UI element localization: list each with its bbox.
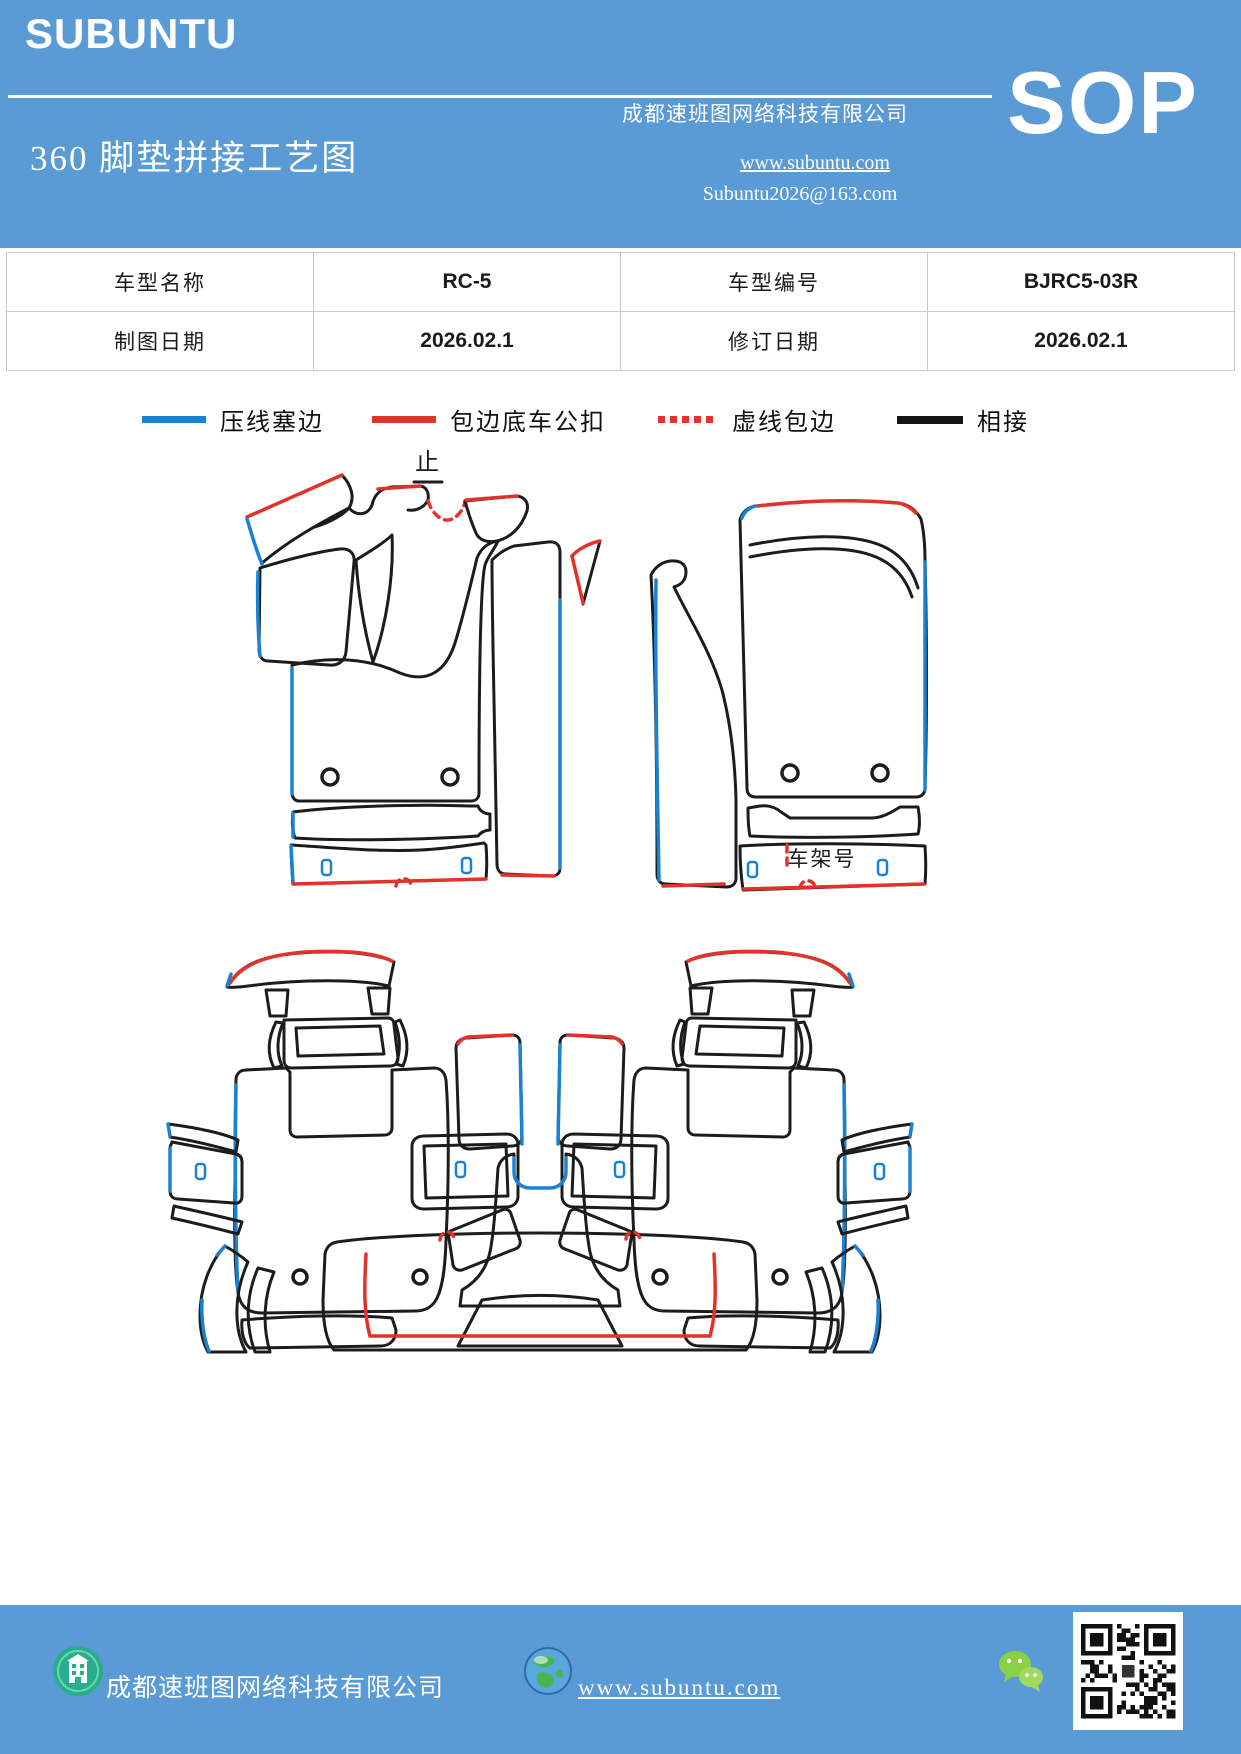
- header-company-name: 成都速班图网络科技有限公司: [622, 102, 908, 126]
- mat-pattern-diagram: 止: [0, 430, 1241, 1390]
- legend-label: 压线塞边: [220, 410, 324, 436]
- black-line-swatch: [897, 415, 963, 424]
- header-banner: SUBUNTU 360 脚垫拼接工艺图 成都速班图网络科技有限公司 SOP ww…: [0, 0, 1241, 248]
- mounting-hole: [870, 763, 890, 783]
- model-code-value: BJRC5-03R: [927, 252, 1235, 312]
- legend-label: 虚线包边: [732, 410, 836, 436]
- buckle-slot: [460, 856, 473, 875]
- footer-website-link[interactable]: www.subuntu.com: [578, 1675, 781, 1700]
- revise-date-value: 2026.02.1: [927, 311, 1235, 371]
- front-left-mat-pattern: 止: [245, 449, 562, 888]
- mounting-hole: [440, 767, 460, 787]
- line-type-legend: 压线塞边 包边底车公扣 虚线包边 相接: [0, 402, 1241, 438]
- mounting-hole: [411, 1268, 429, 1286]
- rear-mat-left-half: [166, 949, 524, 1354]
- legend-item-edge-buckle: 包边底车公扣: [372, 402, 606, 437]
- vehicle-info-table: 车型名称 RC-5 车型编号 BJRC5-03R 制图日期 2026.02.1 …: [6, 252, 1235, 371]
- blue-line-swatch: [142, 416, 206, 423]
- legend-label: 相接: [977, 410, 1029, 436]
- rear-center-pillar-pattern: [458, 1152, 622, 1308]
- mounting-hole: [291, 1268, 309, 1286]
- header-divider: [8, 95, 992, 98]
- footer-company-name: 成都速班图网络科技有限公司: [106, 1675, 445, 1702]
- mounting-hole: [780, 763, 800, 783]
- buckle-slot: [454, 1160, 467, 1179]
- legend-item-join: 相接: [897, 402, 1029, 437]
- draw-date-value: 2026.02.1: [313, 311, 621, 371]
- table-row: 制图日期 2026.02.1 修订日期 2026.02.1: [6, 311, 1235, 371]
- model-name-label: 车型名称: [6, 252, 314, 312]
- page-title: 360 脚垫拼接工艺图: [30, 139, 359, 178]
- buckle-slot: [746, 860, 759, 879]
- red-line-swatch: [372, 416, 436, 423]
- red-dashed-swatch: [658, 416, 718, 423]
- legend-item-dashed-edge: 虚线包边: [658, 402, 836, 437]
- buckle-slot: [194, 1162, 207, 1181]
- wechat-icon: [996, 1649, 1046, 1698]
- model-code-label: 车型编号: [620, 252, 928, 312]
- rear-center-trapezoid-pattern: [456, 1294, 624, 1348]
- rear-mat-right-half: [556, 949, 914, 1354]
- footer-banner: 成都速班图网络科技有限公司 www.subuntu.com: [0, 1605, 1241, 1754]
- stop-mark-label: 止: [415, 449, 439, 476]
- header-website-link[interactable]: www.subuntu.com: [740, 152, 890, 174]
- globe-icon: [524, 1647, 572, 1700]
- brand-logo: SUBUNTU: [25, 10, 238, 57]
- qr-code-modules: [1081, 1624, 1176, 1719]
- buckle-slot: [876, 858, 889, 877]
- draw-date-label: 制图日期: [6, 311, 314, 371]
- buckle-slot: [320, 858, 333, 877]
- qr-code: [1073, 1612, 1183, 1730]
- rear-bottom-wide-pattern: [321, 1230, 759, 1352]
- header-email-link[interactable]: Subuntu2026@163.com: [702, 183, 898, 205]
- sop-label: SOP: [1007, 53, 1199, 152]
- model-name-value: RC-5: [313, 252, 621, 312]
- vin-label: 车架号: [788, 847, 857, 871]
- revise-date-label: 修订日期: [620, 311, 928, 371]
- front-right-mat-pattern: 车架号: [570, 499, 928, 892]
- qr-finder-patterns: [1081, 1624, 1176, 1719]
- mounting-hole: [320, 767, 340, 787]
- legend-label: 包边底车公扣: [450, 410, 606, 436]
- table-row: 车型名称 RC-5 车型编号 BJRC5-03R: [6, 252, 1235, 312]
- building-icon: [52, 1645, 104, 1702]
- legend-item-press-line: 压线塞边: [142, 402, 324, 437]
